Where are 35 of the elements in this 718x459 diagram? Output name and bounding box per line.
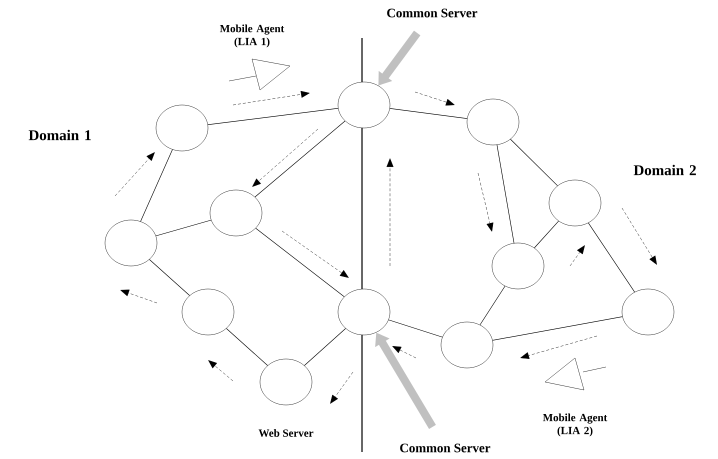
link-line xyxy=(149,259,190,296)
link-line xyxy=(208,108,338,126)
link-line xyxy=(510,138,558,186)
network-node xyxy=(440,322,494,368)
link-line xyxy=(496,144,514,244)
link-line xyxy=(480,286,506,326)
agent-label: Mobile Agent (LIA 2) xyxy=(542,414,608,436)
network-node xyxy=(492,242,544,290)
link-line xyxy=(390,108,468,119)
network-node xyxy=(548,180,602,226)
network-node xyxy=(182,288,234,336)
network-node xyxy=(210,190,262,236)
network-node xyxy=(104,220,158,266)
network-node xyxy=(466,98,520,146)
server-label: Common Server xyxy=(400,444,490,452)
link-line xyxy=(492,316,623,341)
link-line xyxy=(304,328,346,366)
link-line xyxy=(254,120,346,198)
link-line xyxy=(140,149,173,222)
link-line xyxy=(255,228,345,298)
link-line xyxy=(388,320,443,338)
network-node xyxy=(622,288,674,336)
domain-label: Domain 2 xyxy=(634,164,696,176)
link-line xyxy=(226,328,268,366)
network-node xyxy=(156,104,208,152)
network-node xyxy=(260,358,312,406)
network-node xyxy=(338,288,390,336)
domain-label: Domain 1 xyxy=(28,130,91,140)
link-line xyxy=(156,220,212,236)
agent-label: Mobile Agent (LIA 1) xyxy=(220,24,284,48)
network-node xyxy=(338,82,390,128)
link-line xyxy=(534,220,559,248)
node-caption: Web Server xyxy=(258,429,314,437)
link-line xyxy=(588,222,635,292)
server-label: Common Server xyxy=(387,8,478,18)
